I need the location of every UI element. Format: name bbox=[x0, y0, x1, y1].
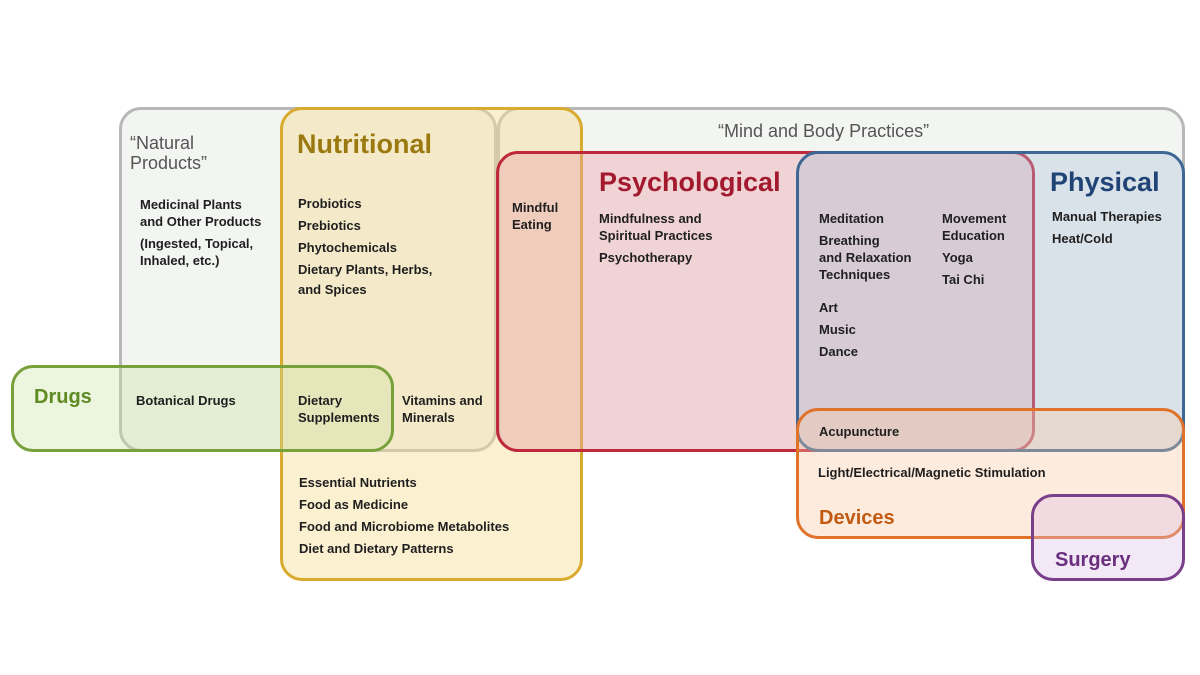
tai-chi-label: Tai Chi bbox=[942, 272, 985, 287]
nutritional-items: Probiotics Prebiotics Phytochemicals Die… bbox=[298, 196, 433, 277]
dietary-supplements-label: Dietary Supplements bbox=[298, 393, 380, 425]
arts-label: Art Music Dance bbox=[819, 300, 859, 359]
breathing-label: Breathing and Relaxation Techniques bbox=[819, 233, 912, 282]
acupuncture-label: Acupuncture bbox=[819, 424, 900, 439]
meditation-label: Meditation bbox=[819, 211, 884, 226]
devices-box bbox=[796, 408, 1185, 539]
drugs-title: Drugs bbox=[34, 386, 92, 408]
surgery-box bbox=[1031, 494, 1185, 581]
psychotherapy-label: Psychotherapy bbox=[599, 250, 693, 265]
devices-title: Devices bbox=[819, 507, 895, 529]
physical-items: Manual Therapies Heat/Cold bbox=[1052, 209, 1162, 246]
natural-products-box bbox=[119, 107, 497, 452]
mind-body-title: “Mind and Body Practices” bbox=[718, 121, 930, 141]
mind-body-practices-box bbox=[497, 107, 1185, 452]
mindful-eating-label: Mindful Eating bbox=[512, 200, 559, 232]
nutritional-box bbox=[280, 107, 583, 581]
vitamins-minerals-label: Vitamins and Minerals bbox=[402, 393, 483, 425]
natural-products-items: Medicinal Plants and Other Products bbox=[140, 197, 262, 229]
psychological-box bbox=[496, 151, 1035, 452]
surgery-title: Surgery bbox=[1055, 549, 1131, 571]
nutritional-title: Nutritional bbox=[297, 129, 432, 159]
drugs-box bbox=[11, 365, 394, 452]
yoga-label: Yoga bbox=[942, 250, 973, 265]
natural-products-title: “Natural Products” bbox=[130, 133, 208, 173]
natural-products-note: (Ingested, Topical, Inhaled, etc.) bbox=[140, 236, 254, 268]
botanical-drugs-label: Botanical Drugs bbox=[136, 393, 236, 408]
nutritional-items-cont: and Spices bbox=[298, 282, 367, 297]
physical-box bbox=[796, 151, 1185, 452]
psychological-items: Mindfulness and Spiritual Practices bbox=[599, 211, 713, 243]
psychological-title: Psychological bbox=[599, 167, 781, 197]
stimulation-label: Light/Electrical/Magnetic Stimulation bbox=[818, 465, 1046, 480]
movement-education-label: Movement Education bbox=[942, 211, 1007, 243]
nutritional-bottom-items: Essential Nutrients Food as Medicine Foo… bbox=[299, 475, 510, 556]
physical-title: Physical bbox=[1050, 167, 1160, 197]
